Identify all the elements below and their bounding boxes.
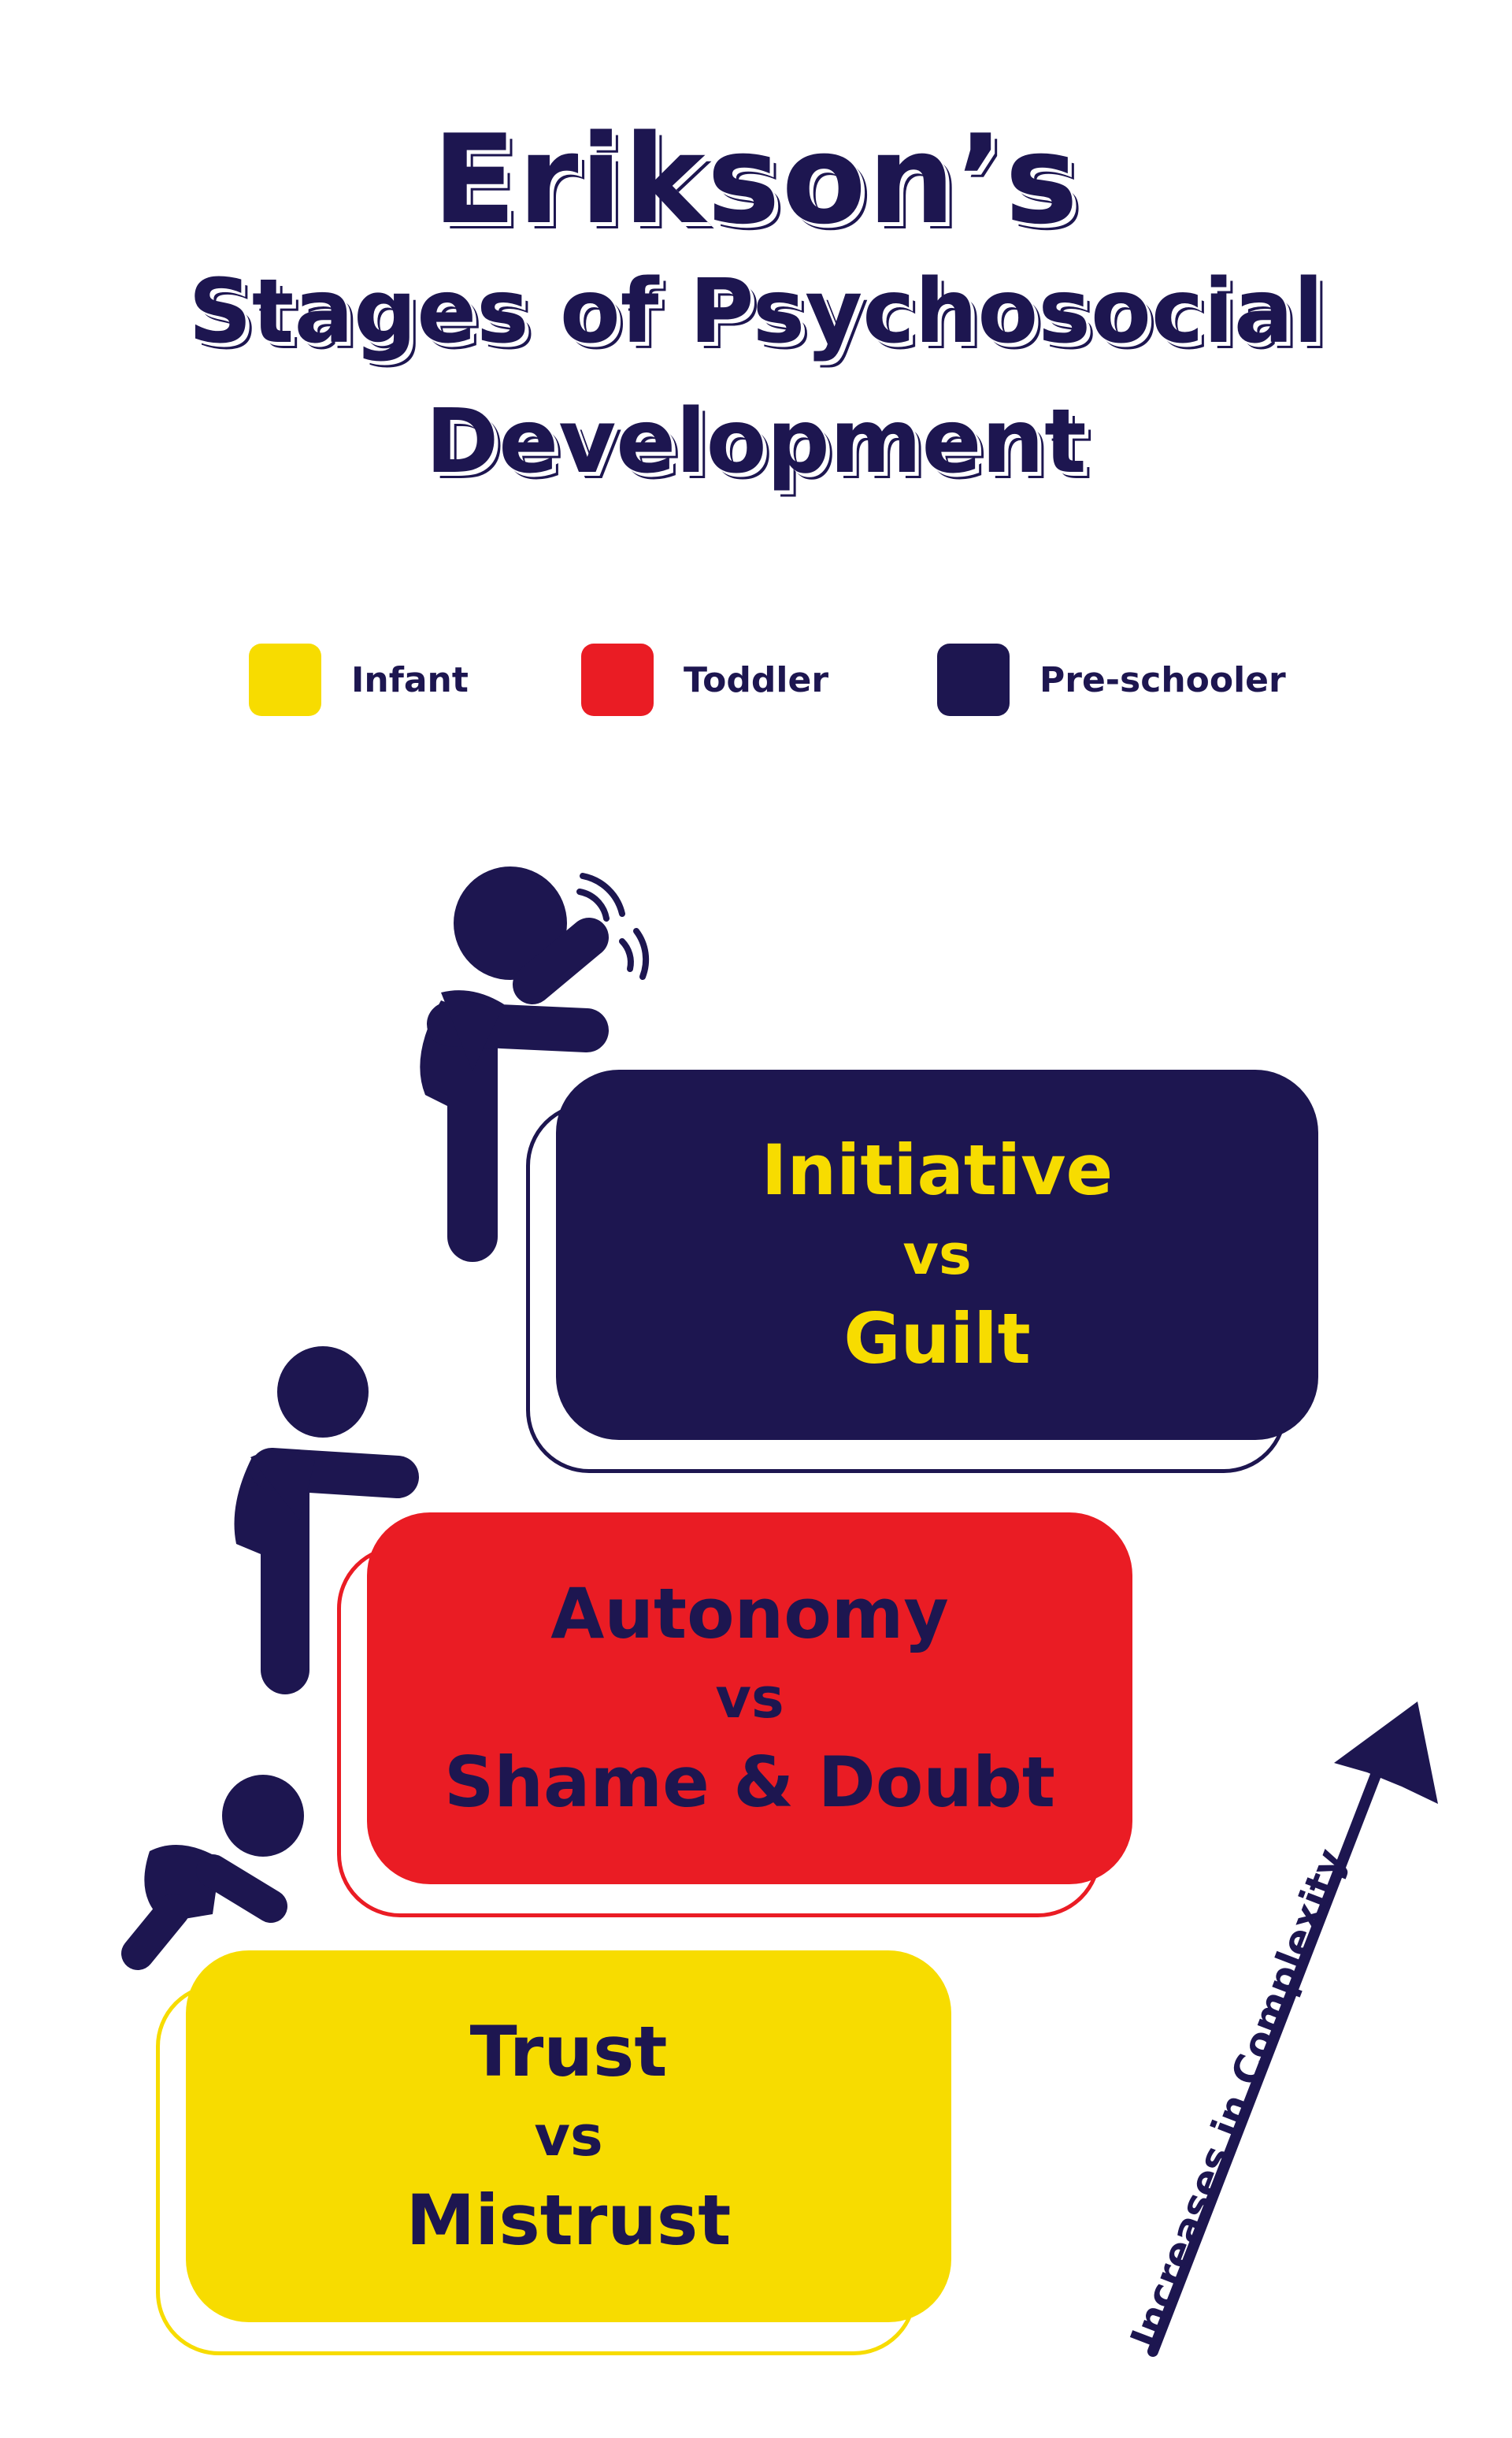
legend-item-toddler: Toddler (581, 644, 829, 716)
legend-item-preschooler: Pre-schooler (937, 644, 1286, 716)
title-erikson: Erikson’s (432, 108, 1080, 251)
stage-vs: vs (902, 1223, 972, 1287)
stage-line1: Initiative (761, 1130, 1114, 1211)
stage-box: Autonomy vs Shame & Doubt (367, 1512, 1132, 1884)
legend-swatch-toddler (581, 644, 654, 716)
legend-label-infant: Infant (351, 659, 469, 700)
stage-vs: vs (534, 2104, 603, 2169)
legend-label-toddler: Toddler (684, 659, 829, 700)
stage-line1: Autonomy (550, 1573, 949, 1654)
stage-vs: vs (715, 1666, 784, 1731)
preschooler-waving-icon (420, 866, 650, 1262)
stage-box: Initiative vs Guilt (556, 1070, 1318, 1440)
stage-box: Trust vs Mistrust (186, 1950, 951, 2322)
stage-line2: Shame & Doubt (443, 1742, 1055, 1823)
arrow-up-right-icon (1147, 1701, 1438, 2357)
stage-line2: Mistrust (406, 2180, 732, 2261)
stage-line1: Trust (469, 2011, 668, 2092)
legend-swatch-preschooler (937, 644, 1010, 716)
stage-line2: Guilt (843, 1298, 1031, 1379)
legend-swatch-infant (249, 644, 321, 716)
title-development: Development (425, 391, 1087, 493)
legend-label-preschooler: Pre-schooler (1040, 659, 1286, 700)
legend-item-infant: Infant (249, 644, 469, 716)
toddler-climbing-icon (234, 1346, 419, 1694)
infant-crawling-icon (121, 1775, 304, 1970)
title-stages: Stages of Psychosocial (188, 261, 1324, 363)
